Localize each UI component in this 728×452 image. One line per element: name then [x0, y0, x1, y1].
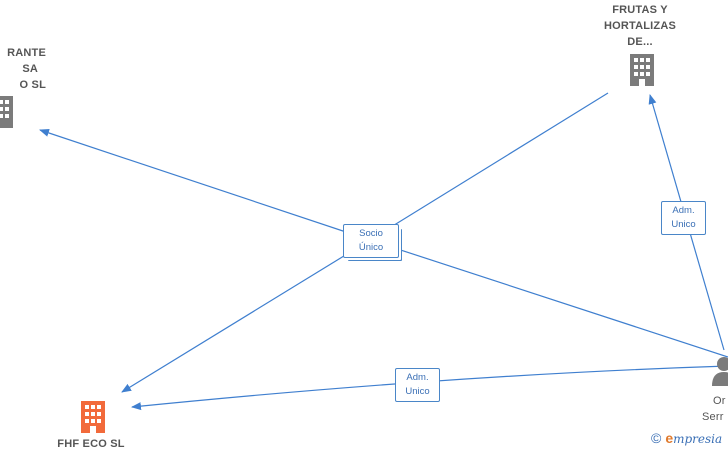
adm-bottom-line-2: Unico	[405, 386, 430, 397]
adm-bottom-line-1: Adm.	[406, 372, 429, 383]
person-line-2: Serr	[702, 411, 724, 423]
edge-label-socio-unico[interactable]: Socio Único	[343, 224, 399, 258]
adm-top-line-2: Unico	[671, 219, 696, 230]
adm-top-line-1: Adm.	[672, 205, 695, 216]
edge-hub-to-left-company	[39, 129, 371, 241]
left-company-line-3: O SL	[19, 79, 46, 91]
empresia-watermark: ©empresia	[651, 430, 722, 446]
left-company-line-2: SA	[22, 63, 38, 75]
building-icon[interactable]	[77, 399, 109, 435]
node-label-fhf[interactable]: FHF ECO SL	[40, 436, 142, 452]
fhf-line-1: FHF ECO SL	[57, 438, 125, 450]
frutas-line-3: DE...	[627, 36, 653, 48]
person-icon[interactable]	[712, 356, 728, 388]
edge-hub-to-fhf	[121, 239, 371, 393]
left-company-line-1: RANTE	[7, 47, 46, 59]
node-label-person[interactable]: Or Serr	[700, 393, 728, 425]
edge-label-adm-unico-top[interactable]: Adm. Unico	[661, 201, 706, 235]
socio-line-1: Socio	[359, 228, 383, 239]
brand-initial: e	[665, 430, 674, 446]
building-icon[interactable]	[0, 94, 16, 130]
building-icon[interactable]	[626, 52, 658, 88]
person-line-1: Or	[713, 395, 726, 407]
edge-hub-to-frutas	[369, 92, 609, 241]
frutas-line-2: HORTALIZAS	[603, 20, 677, 32]
edge-label-adm-unico-bottom[interactable]: Adm. Unico	[395, 368, 440, 402]
socio-line-2: Único	[358, 242, 384, 253]
node-label-frutas[interactable]: FRUTAS Y HORTALIZAS DE...	[590, 2, 690, 50]
brand-name: mpresia	[673, 432, 723, 446]
copyright-symbol: ©	[651, 430, 662, 446]
edge-person-to-hub	[369, 239, 728, 358]
node-label-left-company[interactable]: RANTE SA O SL	[0, 45, 46, 93]
frutas-line-1: FRUTAS Y	[612, 4, 668, 16]
